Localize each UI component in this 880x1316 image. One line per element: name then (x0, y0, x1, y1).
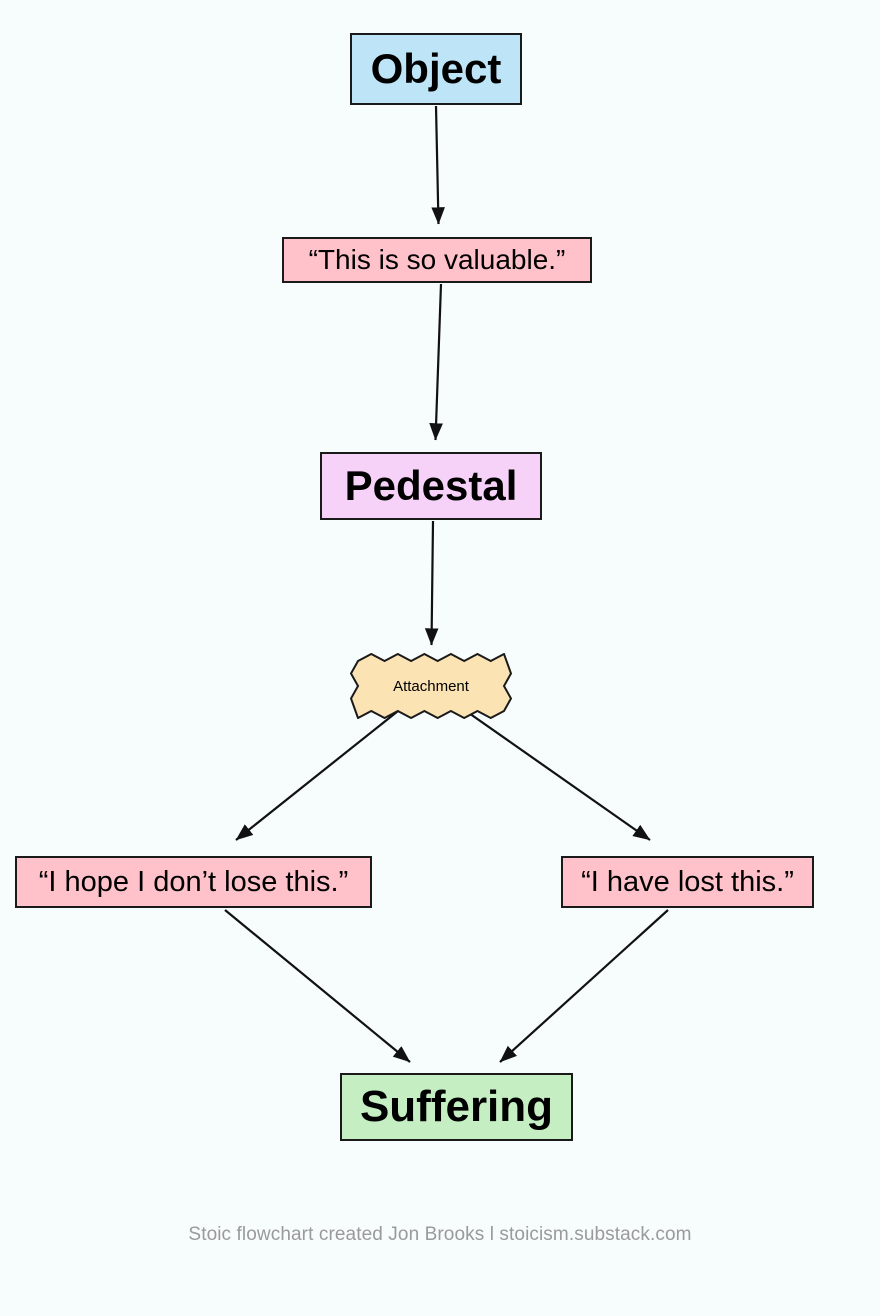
footer-credit: Stoic flowchart created Jon Brooks l sto… (188, 1224, 692, 1245)
node-this-is-so-valuable[interactable]: “This is so valuable.” (282, 237, 592, 283)
node-pedestal-label: Pedestal (344, 462, 518, 509)
node-i-have-lost-this[interactable]: “I have lost this.” (561, 856, 814, 908)
edge-attachment-to-lost (465, 710, 651, 841)
edge-object-to-valuable (431, 105, 445, 225)
node-this-is-so-valuable-label: “This is so valuable.” (308, 244, 566, 275)
node-i-hope-i-dont-lose-this[interactable]: “I hope I don’t lose this.” (15, 856, 372, 908)
edge-valuable-to-pedestal (429, 283, 443, 441)
node-object[interactable]: Object (350, 33, 522, 105)
node-pedestal[interactable]: Pedestal (320, 452, 542, 520)
edge-attachment-to-hope (235, 710, 399, 841)
node-attachment[interactable]: Attachment (350, 653, 512, 719)
node-attachment-label: Attachment (393, 677, 469, 695)
jagged-burst-shape (350, 653, 512, 719)
node-suffering[interactable]: Suffering (340, 1073, 573, 1141)
node-i-hope-i-dont-lose-this-label: “I hope I don’t lose this.” (38, 865, 349, 898)
node-i-have-lost-this-label: “I have lost this.” (581, 865, 794, 898)
edge-pedestal-to-attachment (424, 520, 439, 646)
edge-hope-to-suffering (224, 909, 411, 1063)
node-suffering-label: Suffering (359, 1082, 554, 1131)
edge-lost-to-suffering (499, 909, 669, 1063)
node-object-label: Object (370, 45, 502, 92)
